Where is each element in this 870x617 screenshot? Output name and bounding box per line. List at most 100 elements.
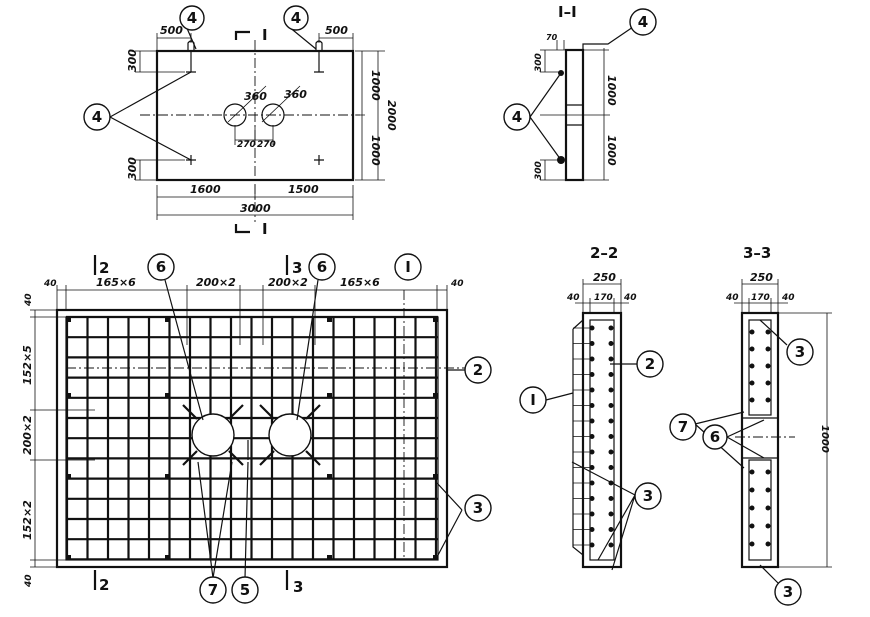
rebar-dot <box>749 363 755 369</box>
corner-bar <box>327 474 332 479</box>
callout-3: 3 <box>643 487 653 505</box>
rebar-dot <box>608 418 614 424</box>
dim-width: 250 <box>593 271 616 284</box>
corner-bar <box>433 393 438 398</box>
section-mark-bottom: I <box>262 220 268 238</box>
rebar-dot <box>749 380 755 386</box>
callout-circle <box>634 482 662 510</box>
callout-circle <box>147 253 175 281</box>
section-outline <box>740 311 780 569</box>
rebar-dot <box>765 397 771 403</box>
callout-circle <box>231 576 259 604</box>
rebar-dot <box>765 523 771 529</box>
dim-top-2: 200×2 <box>196 276 236 289</box>
callout-detail-I: I <box>405 258 411 276</box>
corner-bar <box>165 317 170 322</box>
hole-right <box>268 413 312 457</box>
rebar-dot <box>749 541 755 547</box>
rebar-dot <box>749 523 755 529</box>
cage-outline <box>589 319 615 561</box>
callout-circle <box>702 424 728 450</box>
dimension-lines <box>135 30 385 234</box>
dim-top-edge: 300 <box>534 53 544 72</box>
section-outline <box>581 311 623 569</box>
reinforcement-plan: 40 165×6 200×2 200×2 165×6 40 40 152×5 2… <box>21 253 492 604</box>
callout-4: 4 <box>512 108 522 126</box>
callout-circle <box>669 413 697 441</box>
dim-upper-half: 1000 <box>369 70 382 101</box>
dim-core: 170 <box>594 293 613 303</box>
rebar-dot <box>749 505 755 511</box>
callout-7: 7 <box>208 581 218 599</box>
callout-detail-I: I <box>530 391 536 409</box>
dim-total-length: 3000 <box>240 202 271 215</box>
rebar-dot <box>765 541 771 547</box>
callout-circle <box>464 356 492 384</box>
callout-circle <box>83 103 111 131</box>
dim-top-5: 40 <box>450 279 464 289</box>
rebar-dot <box>608 403 614 408</box>
corner-bar <box>66 474 71 479</box>
callout-6: 6 <box>156 258 166 276</box>
callout-2: 2 <box>645 355 655 373</box>
callout-circle <box>629 8 657 36</box>
callout-3: 3 <box>795 343 805 361</box>
rebar-dot <box>749 469 755 475</box>
section-mark-3-top: 3 <box>292 259 302 277</box>
rebar-dot <box>749 329 755 335</box>
dim-bottom-edge: 300 <box>126 157 139 180</box>
corner-bar <box>327 393 332 398</box>
corner-bar <box>433 555 438 560</box>
dim-top-edge: 300 <box>126 49 139 72</box>
dim-cover-left: 40 <box>725 293 739 303</box>
dim-lower: 1000 <box>605 135 618 166</box>
dim-top-0: 40 <box>43 279 57 289</box>
dim-cover-left: 40 <box>566 293 580 303</box>
corner-bar <box>327 317 332 322</box>
callout-7: 7 <box>678 418 688 436</box>
rebar-dot <box>608 449 614 455</box>
rebar-dot <box>765 380 771 386</box>
callout-4: 4 <box>92 108 102 126</box>
section-I-I: I–I 70 1000 1000 300 300 4 4 <box>503 3 657 182</box>
dim-cover-right: 40 <box>781 293 795 303</box>
dim-top-1: 165×6 <box>96 276 136 289</box>
callout-3: 3 <box>473 499 483 517</box>
dim-right-half: 1500 <box>288 183 319 196</box>
dim-thickness: 70 <box>546 33 558 42</box>
rebar-dot <box>608 465 614 470</box>
rebar-dot <box>608 325 614 331</box>
corner-bar <box>66 317 71 322</box>
dimension-lines <box>30 285 448 568</box>
callout-4: 4 <box>291 9 301 27</box>
corner-bar <box>165 474 170 479</box>
rebar-dot <box>765 487 771 493</box>
rebar-dot <box>765 329 771 335</box>
rebar-dot <box>749 487 755 493</box>
rebar-dot <box>765 363 771 369</box>
dim-total-height: 2000 <box>385 100 398 131</box>
dim-left-0: 40 <box>24 293 34 307</box>
section-mark-2-top: 2 <box>99 259 109 277</box>
dim-upper: 1000 <box>605 75 618 106</box>
callout-6: 6 <box>710 428 720 446</box>
dim-left-half: 1600 <box>190 183 221 196</box>
dim-left-3: 152×2 <box>21 500 34 540</box>
callout-4: 4 <box>187 9 197 27</box>
rebar-dot <box>608 511 614 517</box>
callout-circle <box>464 494 492 522</box>
dim-left-1: 152×5 <box>21 345 34 385</box>
rebar-dots <box>573 325 614 548</box>
dim-left-offset: 500 <box>160 24 183 37</box>
callout-circle <box>503 103 531 131</box>
corner-bar <box>66 393 71 398</box>
rebar-dot <box>608 496 614 501</box>
section-2-2: 2–2 250 40 170 40 2 I 3 <box>519 244 664 571</box>
rebar-dot <box>765 346 771 352</box>
rebar-dot <box>749 397 755 403</box>
dim-hole-offset-1: 270 <box>237 140 256 150</box>
dim-width: 250 <box>750 271 773 284</box>
callout-circle <box>519 386 547 414</box>
